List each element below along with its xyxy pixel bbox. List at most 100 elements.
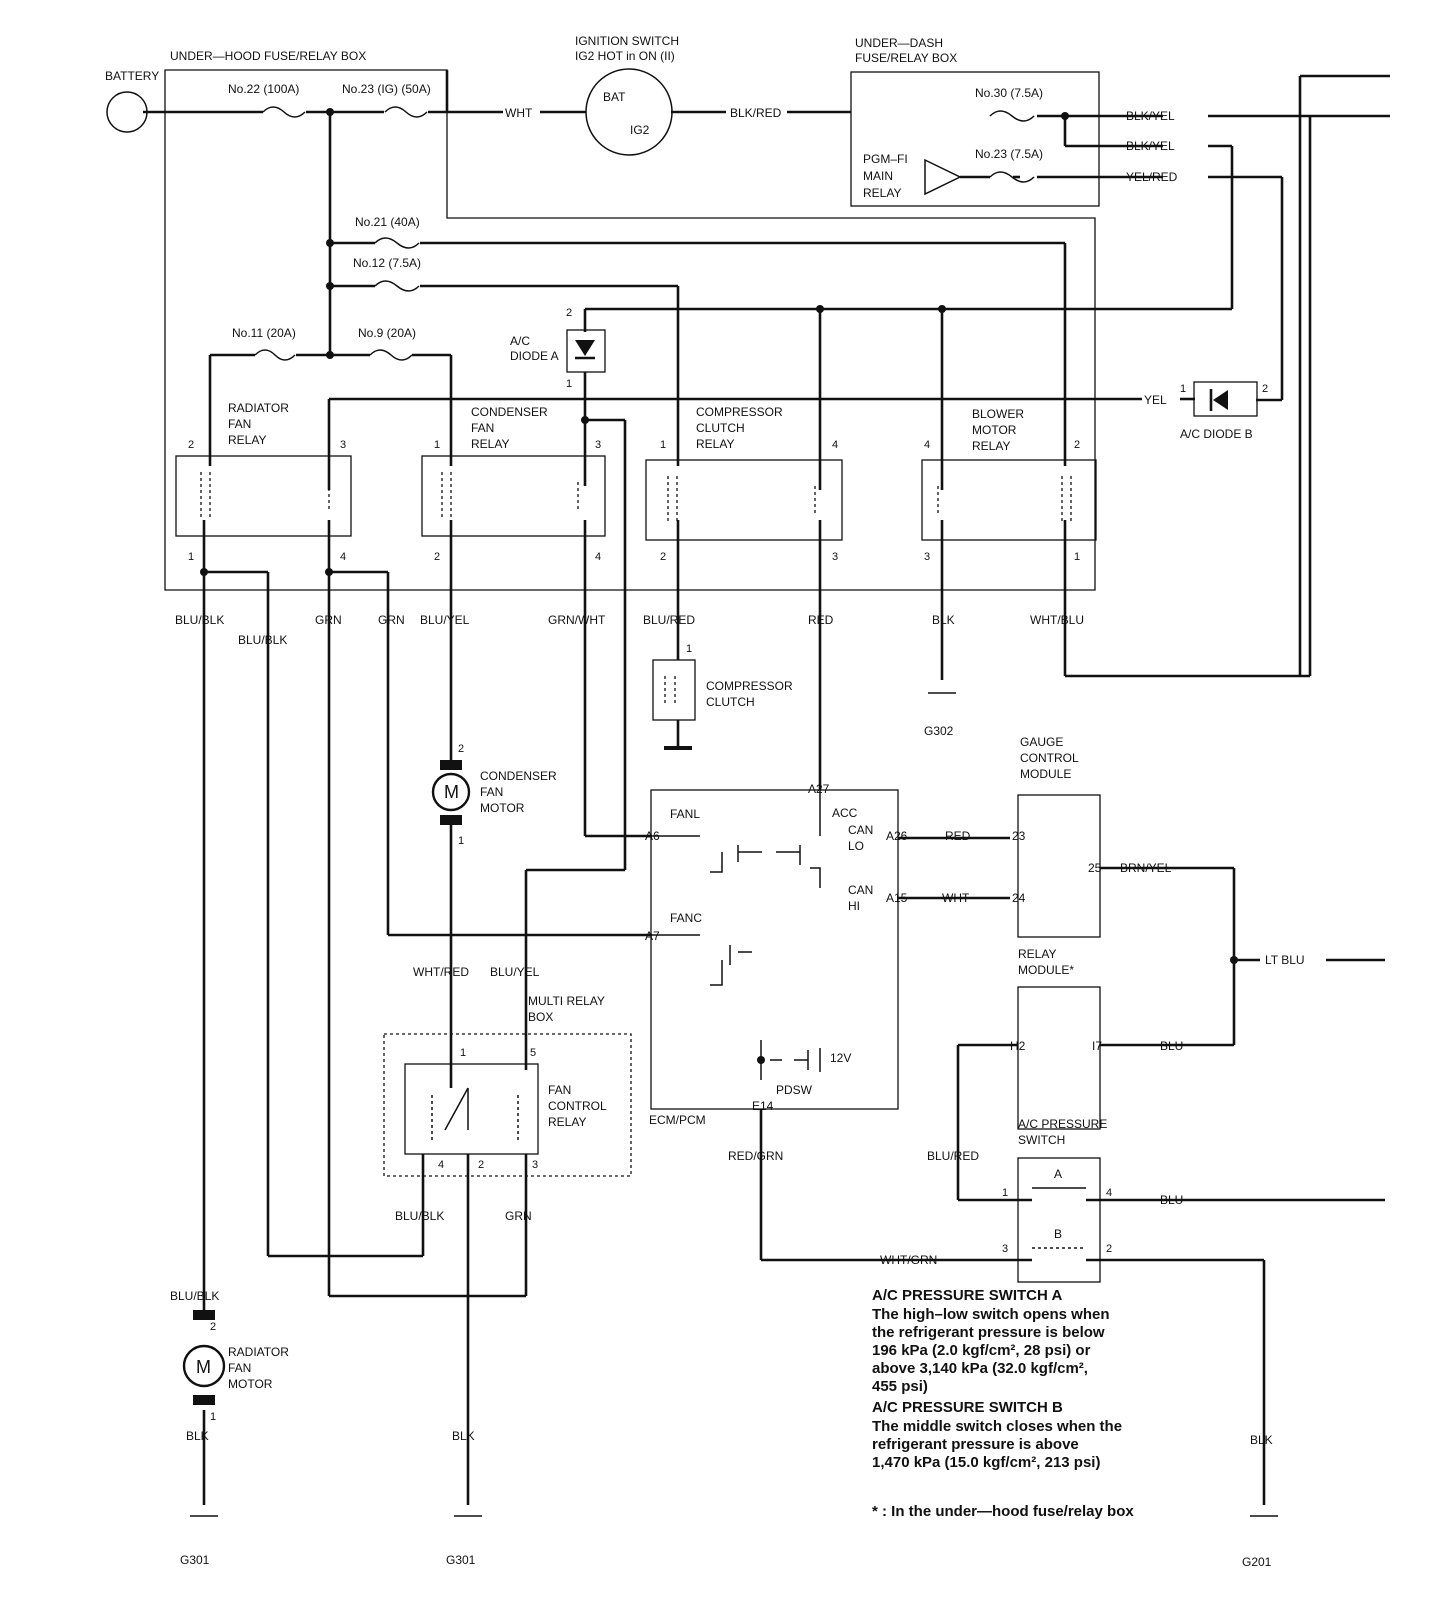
wire-grn-label-2: GRN [378,613,405,627]
ignition-ig2-label: IG2 [630,123,650,137]
blower-relay-pin-2: 2 [1074,439,1080,451]
relay-output-wires [202,520,1385,1505]
ecm-can-lo-label-2: LO [848,839,864,853]
battery-symbol [106,91,148,133]
relay-module-box [1017,986,1101,1130]
under-dash-title-1: UNDER—DASH [855,36,943,50]
compressor-relay-pin-4: 4 [832,439,838,451]
note-switch-a-line-5: 455 psi) [872,1378,928,1395]
pgm-fi-label-3: RELAY [863,186,901,200]
compressor-clutch-label-2: CLUTCH [706,695,755,709]
condenser-relay-label-1: CONDENSER [471,405,548,419]
wire-blu-red-label-2: BLU/RED [927,1149,979,1163]
ignition-bat-label: BAT [603,90,626,104]
wire-blu-blk-label-3: BLU/BLK [395,1209,444,1223]
ac-diode-b-box [1193,381,1258,417]
wire-blk-red-label: BLK/RED [730,106,782,120]
wire-yel-red-label: YEL/RED [1126,170,1178,184]
compressor-clutch-body [652,659,696,721]
fuse-no11-label: No.11 (20A) [232,326,296,340]
compressor-clutch-relay-body [645,459,843,541]
pin-e14-label: E14 [752,1099,774,1113]
condenser-motor-pin-2: 2 [458,743,464,755]
pgm-fi-label-1: PGM–FI [863,152,908,166]
wire-blu-blk-label-4: BLU/BLK [170,1289,219,1303]
pressure-switch-pin-1: 1 [1002,1187,1008,1199]
pin-a6-label: A6 [645,829,660,843]
relay-internals [200,472,1072,704]
wire-blk-label-1: BLK [932,613,955,627]
compressor-relay-label-2: CLUTCH [696,421,745,435]
fan-control-pin-3: 3 [532,1159,538,1171]
wire-wht-red-label: WHT/RED [413,965,469,979]
fan-control-pin-1: 1 [460,1047,466,1059]
blower-relay-pin-4: 4 [924,439,930,451]
compressor-relay-pin-3: 3 [832,551,838,563]
under-dash-title-2: FUSE/RELAY BOX [855,51,957,65]
radiator-relay-pin-2: 2 [188,439,194,451]
compressor-clutch-label-1: COMPRESSOR [706,679,793,693]
condenser-motor-pin-1: 1 [458,835,464,847]
pressure-switch-a-label: A [1054,1167,1062,1181]
ignition-switch-title: IGNITION SWITCH [575,34,679,48]
battery-label: BATTERY [105,69,159,83]
ecm-pdsw-label: PDSW [776,1083,813,1097]
pressure-switch-pin-3: 3 [1002,1243,1008,1255]
ecm-pcm-label: ECM/PCM [649,1113,706,1127]
wire-blk-yel-label-2: BLK/YEL [1126,139,1175,153]
pressure-switch-label-2: SWITCH [1018,1133,1065,1147]
blower-motor-relay-body [921,459,1097,541]
wire-blu-red-label-1: BLU/RED [643,613,695,627]
under-hood-box-title: UNDER—HOOD FUSE/RELAY BOX [170,49,366,63]
condenser-relay-pin-4: 4 [595,551,601,563]
fuse-no30-label: No.30 (7.5A) [975,86,1043,100]
wire-red-label-2: RED [945,829,971,843]
fuse-no23-label: No.23 (IG) (50A) [342,82,431,96]
fan-control-relay-internals [431,1087,519,1140]
note-switch-a-title: A/C PRESSURE SWITCH A [872,1287,1062,1304]
radiator-motor-m: M [196,1357,211,1377]
junction-dots [200,108,1238,1064]
pgm-fi-main-relay-symbol [924,158,962,196]
radiator-motor-cap-top [193,1310,215,1320]
condenser-relay-pin-3: 3 [595,439,601,451]
pin-24-label: 24 [1012,891,1026,905]
condenser-motor-label-1: CONDENSER [480,769,557,783]
condenser-fan-relay-body [421,455,606,537]
note-switch-b-line-2: refrigerant pressure is above [872,1436,1079,1453]
condenser-motor-m: M [444,782,459,802]
radiator-fan-relay-body [175,455,352,537]
note-switch-b-line-3: 1,470 kPa (15.0 kgf/cm², 213 psi) [872,1454,1100,1471]
ground-g301-label-2: G301 [446,1553,476,1567]
condenser-relay-pin-2: 2 [434,551,440,563]
condenser-fan-motor-symbol [431,772,471,812]
fan-control-pin-4: 4 [438,1159,444,1171]
ecm-12v-label: 12V [830,1051,851,1065]
wire-red-label-1: RED [808,613,834,627]
note-switch-a-line-2: the refrigerant pressure is below [872,1324,1105,1341]
diode-b-pin-2: 2 [1262,383,1268,395]
radiator-motor-pin-2: 2 [210,1321,216,1333]
diode-a-label-2: DIODE A [510,349,559,363]
condenser-relay-pin-1: 1 [434,439,440,451]
multi-relay-box-label-2: BOX [528,1010,553,1024]
condenser-motor-label-2: FAN [480,785,503,799]
pressure-switch-pin-2: 2 [1106,1243,1112,1255]
compressor-relay-label-1: COMPRESSOR [696,405,783,419]
ground-g201-label: G201 [1242,1555,1272,1569]
pin-25-label: 25 [1088,861,1102,875]
ecm-fanc-label: FANC [670,911,702,925]
compressor-clutch-pin-1: 1 [686,643,692,655]
multi-relay-box [383,1033,632,1177]
pgm-fi-label-2: MAIN [863,169,893,183]
pressure-switch-b-label: B [1054,1227,1062,1241]
wire-red-grn-label: RED/GRN [728,1149,783,1163]
fuse-no12-label: No.12 (7.5A) [353,256,421,270]
gauge-module-label-3: MODULE [1020,767,1071,781]
ecm-fanl-label: FANL [670,807,700,821]
blower-relay-label-1: BLOWER [972,407,1024,421]
pressure-switch-internals [1032,1187,1086,1249]
ecm-can-hi-label-2: HI [848,899,860,913]
ecm-can-lo-label-1: CAN [848,823,873,837]
ecm-pcm-box [650,789,899,1110]
